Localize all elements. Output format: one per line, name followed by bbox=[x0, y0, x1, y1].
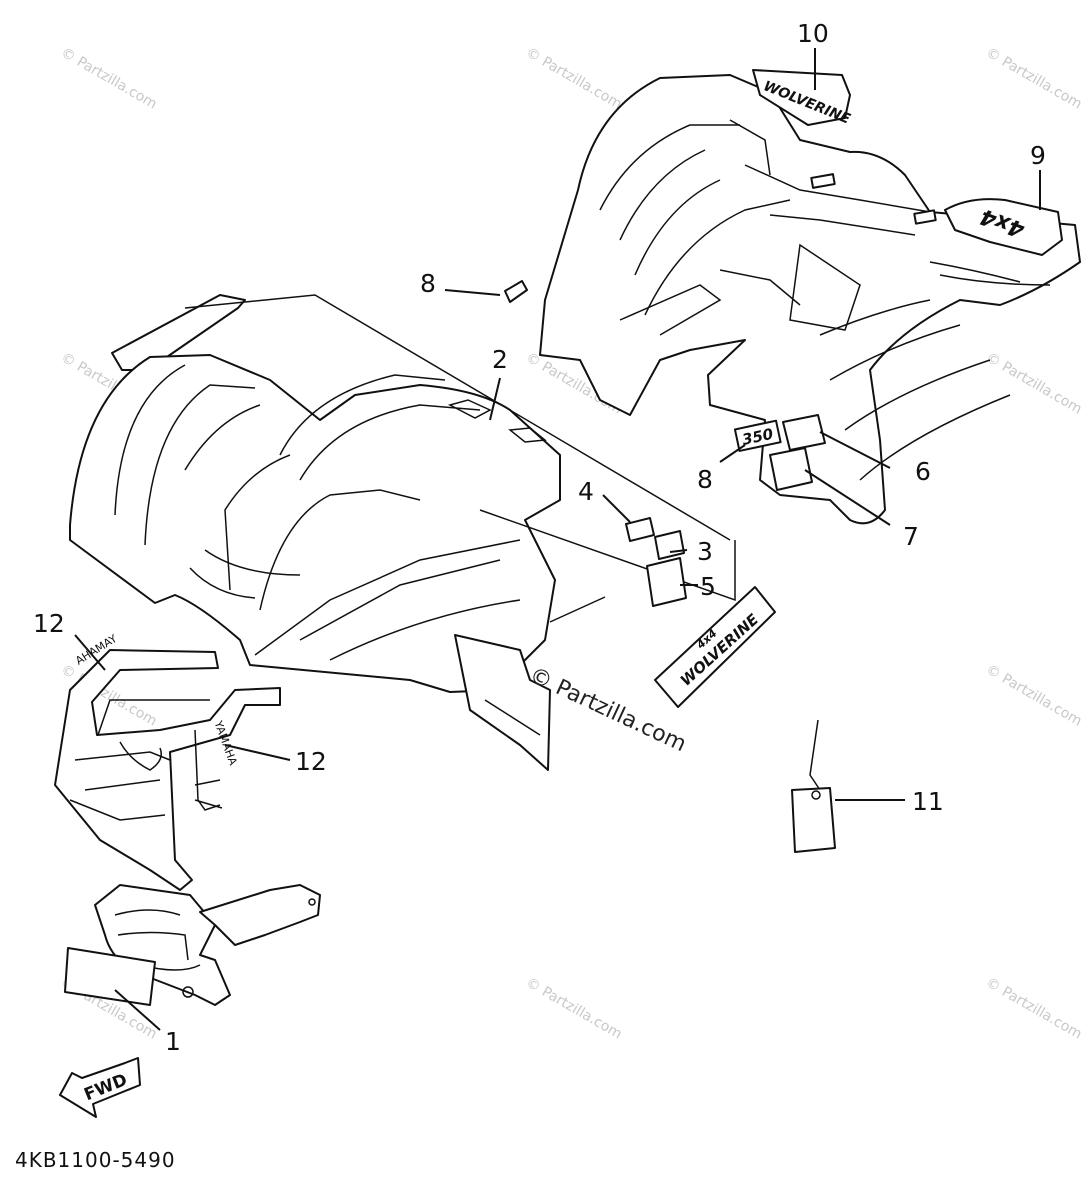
decal-sheet-outline bbox=[549, 596, 606, 623]
front-fender bbox=[69, 294, 731, 771]
displacement-decal: 350 bbox=[733, 419, 782, 452]
callout-8-right: 8 bbox=[697, 465, 713, 494]
fwd-arrow: FWD bbox=[59, 1057, 141, 1118]
part-number: 4KB1100-5490 bbox=[15, 1148, 176, 1172]
decal-5 bbox=[646, 557, 687, 607]
decal-1-plate bbox=[64, 947, 156, 1006]
callouts: 10 9 8 2 8 6 7 4 3 5 12 12 11 1 bbox=[33, 19, 1046, 1056]
hang-tag bbox=[791, 719, 836, 853]
callout-12-top: 12 bbox=[33, 609, 65, 638]
callout-8-top: 8 bbox=[420, 269, 436, 298]
front-bumper bbox=[94, 884, 321, 1006]
callout-10: 10 bbox=[797, 19, 829, 48]
watermark: © Partzilla.com bbox=[983, 662, 1085, 730]
callout-6: 6 bbox=[915, 457, 931, 486]
wolverine-decal: 4x4 WOLVERINE bbox=[654, 586, 776, 708]
decal-6-square bbox=[782, 414, 826, 451]
decal-7-square bbox=[769, 447, 813, 491]
label-8-top bbox=[504, 280, 528, 303]
callout-9: 9 bbox=[1030, 141, 1046, 170]
callout-12-right: 12 bbox=[295, 747, 327, 776]
watermark: © Partzilla.com bbox=[983, 45, 1085, 113]
watermark: © Partzilla.com bbox=[58, 45, 160, 113]
callout-4: 4 bbox=[578, 477, 594, 506]
callout-7: 7 bbox=[903, 522, 919, 551]
watermark: © Partzilla.com bbox=[983, 350, 1085, 418]
decal-4 bbox=[625, 517, 655, 542]
callout-5: 5 bbox=[700, 572, 716, 601]
rear-fender bbox=[539, 69, 1081, 525]
callout-3: 3 bbox=[697, 537, 713, 566]
callout-11: 11 bbox=[912, 787, 944, 816]
watermark: © Partzilla.com bbox=[523, 45, 625, 113]
decal-3 bbox=[654, 530, 685, 560]
decal-sheet-outline bbox=[479, 509, 736, 602]
callout-1: 1 bbox=[165, 1027, 181, 1056]
leader-lines bbox=[74, 48, 1041, 1031]
callout-2: 2 bbox=[492, 345, 508, 374]
front-guard bbox=[54, 649, 281, 891]
watermark: © Partzilla.com bbox=[983, 975, 1085, 1043]
watermark: © Partzilla.com bbox=[523, 975, 625, 1043]
